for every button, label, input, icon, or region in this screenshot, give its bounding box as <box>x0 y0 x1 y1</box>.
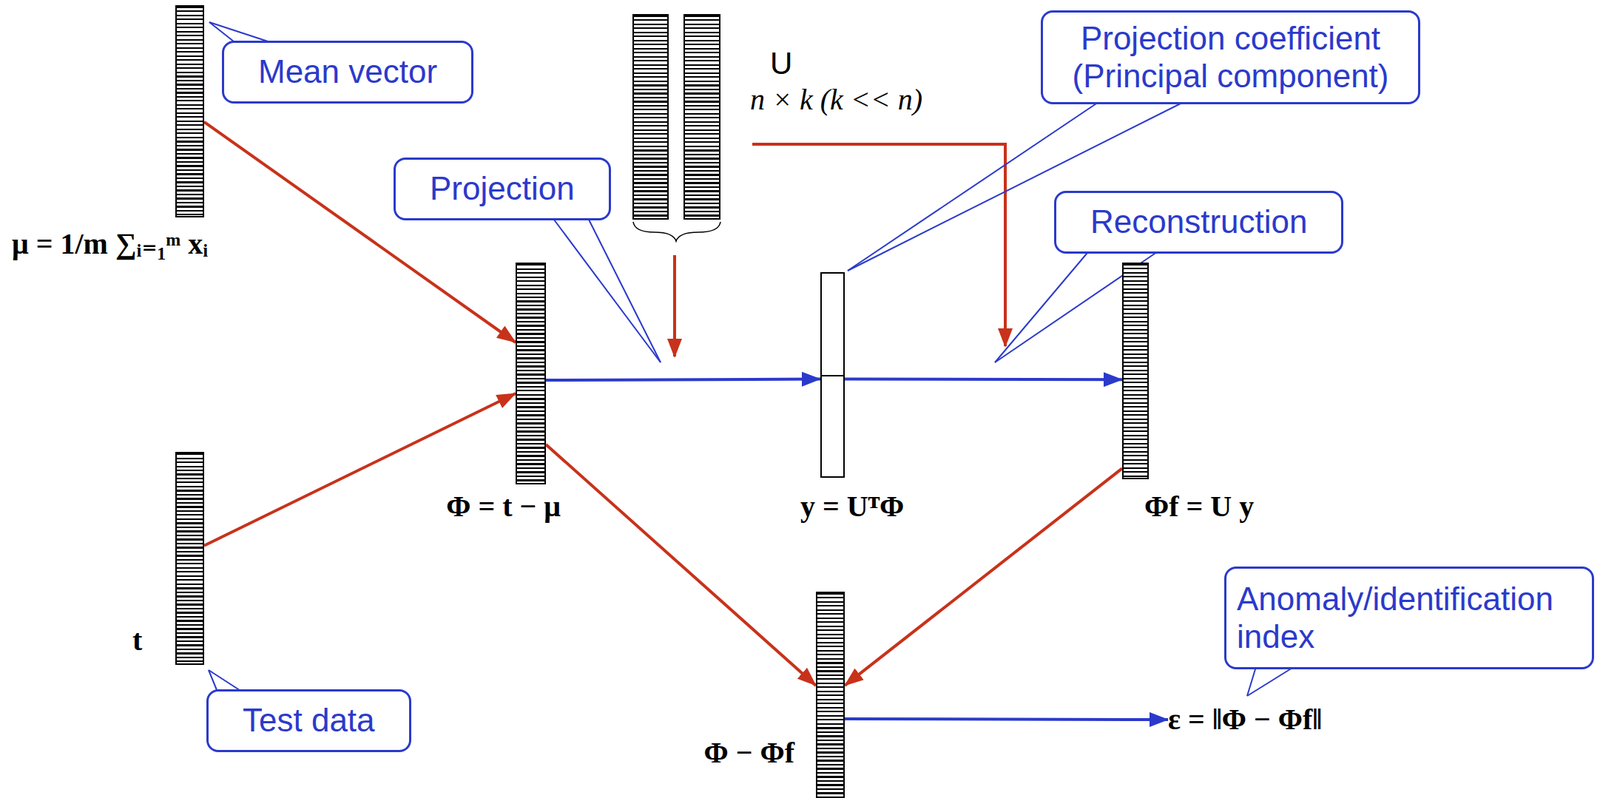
formula-label: Φf = U y <box>1144 489 1254 524</box>
flow-arrow <box>545 379 821 381</box>
flow-arrow <box>844 377 1123 382</box>
leader-line <box>584 210 661 363</box>
formula-label: U <box>770 45 793 82</box>
formula-label: Φ = t − μ <box>446 489 561 524</box>
callout-text: Projection coefficient (Principal compon… <box>1057 19 1404 95</box>
matrix-column <box>683 14 721 220</box>
formula-label: μ = 1/m ∑ᵢ₌₁ᵐ xᵢ <box>11 227 208 262</box>
callout-box: Anomaly/identification index <box>1224 566 1595 670</box>
leader-line <box>994 244 1095 363</box>
matrix-column <box>632 14 669 220</box>
callout-box: Projection <box>393 157 612 221</box>
flow-arrow <box>204 122 516 343</box>
basis-matrix: Un × k (k << n) <box>632 14 721 220</box>
basis-arrow <box>673 255 677 357</box>
vector-bar: Φ − Φf <box>815 591 845 798</box>
callout-box: Projection coefficient (Principal compon… <box>1040 10 1421 105</box>
callout-text: Mean vector <box>258 53 438 91</box>
formula-label: Φ − Φf <box>704 736 795 771</box>
formula-label: t <box>132 623 143 658</box>
leader-line <box>547 210 661 363</box>
callout-text: Test data <box>242 701 376 740</box>
formula-label: ε = ‖Φ − Φf‖ <box>1168 702 1322 737</box>
vector-bar: Φf = U y <box>1122 262 1149 480</box>
callout-text: Anomaly/identification index <box>1236 580 1582 656</box>
basis-arrow <box>752 144 1006 347</box>
callout-box: Reconstruction <box>1054 190 1344 254</box>
formula-label: y = UᵀΦ <box>800 489 904 524</box>
callout-box: Mean vector <box>221 40 474 104</box>
flow-arrow <box>844 717 1169 722</box>
formula-node: ε = ‖Φ − Φf‖ <box>1168 702 1322 737</box>
vector-bar: Φ = t − μ <box>515 262 546 485</box>
flow-arrow <box>545 444 816 686</box>
callout-box: Test data <box>206 689 412 753</box>
vector-divider <box>821 375 844 377</box>
vector-bar: μ = 1/m ∑ᵢ₌₁ᵐ xᵢ <box>175 5 205 218</box>
callout-text: Reconstruction <box>1090 203 1308 242</box>
coefficient-vector: y = UᵀΦ <box>820 272 845 478</box>
vector-bar: t <box>175 451 205 666</box>
callout-text: Projection <box>429 170 575 208</box>
formula-label: n × k (k << n) <box>750 82 923 117</box>
matrix-brace <box>633 221 721 242</box>
